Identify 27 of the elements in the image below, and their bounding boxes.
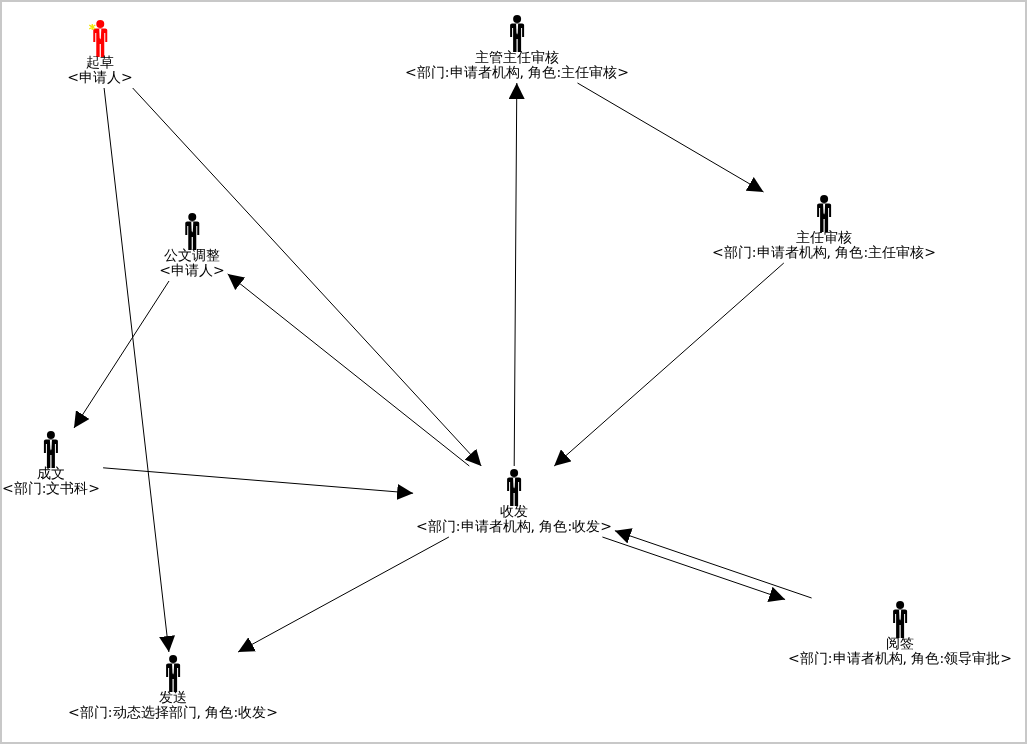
step-name: 成文 bbox=[37, 466, 65, 481]
arrow bbox=[132, 87, 482, 467]
arrow bbox=[103, 87, 175, 653]
step-name: 收发 bbox=[500, 504, 528, 519]
arrow bbox=[227, 273, 470, 467]
arrow bbox=[553, 262, 785, 467]
step-name: 主管主任审核 bbox=[475, 50, 559, 65]
arrow bbox=[601, 536, 786, 602]
step-name: 发送 bbox=[159, 690, 187, 705]
arrow bbox=[577, 82, 764, 193]
arrow bbox=[237, 536, 450, 653]
step-name: 主任审核 bbox=[796, 230, 852, 245]
arrow bbox=[614, 528, 813, 599]
arrow bbox=[102, 467, 414, 500]
step-name: 阅签 bbox=[886, 636, 914, 651]
participant-label: <部门:申请者机构, 角色:领导审批> bbox=[788, 651, 1012, 666]
step-name: 公文调整 bbox=[164, 248, 220, 263]
arrow bbox=[73, 280, 170, 429]
participant-label: <部门:文书科> bbox=[1, 481, 101, 496]
step-name: 起草 bbox=[86, 55, 114, 70]
participant-label: <部门:动态选择部门, 角色:收发> bbox=[68, 705, 278, 720]
participant-label: <申请人> bbox=[67, 70, 133, 85]
participant-label: <部门:申请者机构, 角色:主任审核> bbox=[405, 65, 629, 80]
participant-label: <部门:申请者机构, 角色:收发> bbox=[416, 519, 612, 534]
participant-label: <部门:申请者机构, 角色:主任审核> bbox=[712, 245, 936, 260]
participant-label: <申请人> bbox=[159, 263, 225, 278]
arrow bbox=[508, 82, 525, 467]
